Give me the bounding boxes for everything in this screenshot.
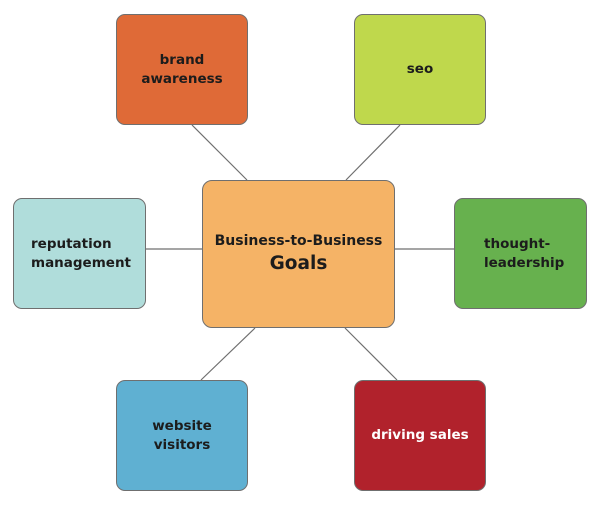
node-website-visitors: website visitors — [116, 380, 248, 491]
node-label: website visitors — [152, 417, 212, 453]
node-label: seo — [406, 61, 434, 77]
center-subtitle: Goals — [269, 253, 328, 274]
node-label: reputation management — [31, 235, 132, 271]
center-title: Business-to-Business — [214, 233, 383, 249]
connector-seo — [345, 124, 401, 181]
node-reputation-management: reputation management — [13, 198, 146, 309]
node-seo: seo — [354, 14, 486, 125]
node-driving-sales: driving sales — [354, 380, 486, 491]
node-label: driving sales — [371, 427, 469, 443]
node-thought-leadership: thought-leadership — [454, 198, 587, 309]
node-label: brand awareness — [141, 51, 223, 87]
node-brand-awareness: brand awareness — [116, 14, 248, 125]
connector-brand-awareness — [191, 124, 248, 181]
connector-driving-sales — [344, 327, 398, 381]
node-label: thought-leadership — [484, 235, 565, 271]
connector-website-visitors — [200, 327, 256, 381]
node-center-goals: Business-to-Business Goals — [202, 180, 395, 328]
